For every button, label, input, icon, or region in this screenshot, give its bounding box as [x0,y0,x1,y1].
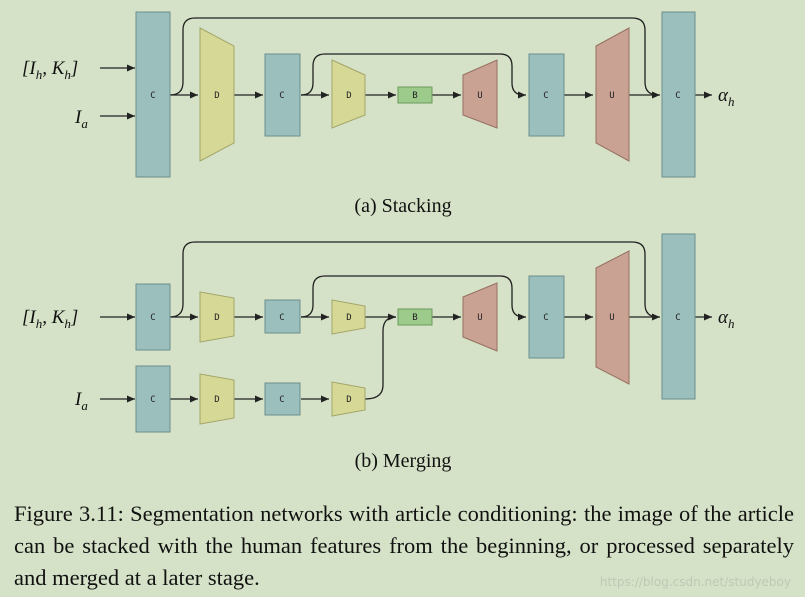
conv-block [135,365,171,433]
block-label: B [412,91,417,101]
upsample-block [462,282,498,352]
subfigure-caption: (a) Stacking [354,195,451,217]
downsample-block [199,291,235,343]
output-label: αh [718,85,734,109]
conv-block [528,53,565,137]
output-label: αh [718,307,734,331]
conv-block [661,11,696,178]
block-label: D [346,395,351,405]
figure-caption: Figure 3.11: Segmentation networks with … [14,501,794,590]
merge-connection [364,316,397,400]
downsample-block [331,381,366,417]
block-label: C [543,91,548,101]
bottleneck-block [397,308,433,326]
stacking-diagram: [Ih, Kh] Ia C D C D B U C U [22,11,734,217]
block-label: U [609,91,614,101]
skip-connection-outer [169,241,660,321]
block-label: C [150,313,155,323]
watermark: https://blog.csdn.net/studyeboy [599,575,791,589]
block-label: C [543,313,548,323]
block-label: D [214,395,219,405]
conv-block [135,11,171,178]
conv-block [264,53,301,137]
upsample-block [595,27,630,162]
block-label: D [214,313,219,323]
block-label: C [279,395,284,405]
downsample-block [331,299,366,335]
block-label: D [346,91,351,101]
block-label: B [412,313,417,323]
skip-connection-outer [169,17,660,99]
downsample-block [199,373,235,425]
skip-connection-inner [300,53,526,99]
input-article-label: Ia [74,107,88,131]
conv-block [135,283,171,351]
conv-block [528,275,565,359]
subfigure-caption: (b) Merging [355,450,452,472]
conv-block [264,382,301,416]
conv-block [264,299,301,334]
block-label: C [675,313,680,323]
block-label: C [279,91,284,101]
block-label: U [477,91,482,101]
architecture-diagram: [Ih, Kh] Ia C D C D B U C U [22,11,734,472]
input-human-label: [Ih, Kh] [22,307,78,331]
downsample-block [199,27,235,162]
skip-connection-inner [300,275,526,321]
upsample-block [595,250,630,385]
upsample-block [462,59,498,129]
block-label: U [609,313,614,323]
block-label: C [675,91,680,101]
block-label: C [150,91,155,101]
block-label: D [214,91,219,101]
merging-diagram: [Ih, Kh] Ia C D C D B U [22,233,734,472]
input-article-label: Ia [74,389,88,413]
block-label: D [346,313,351,323]
input-human-label: [Ih, Kh] [22,58,78,82]
bottleneck-block [397,86,433,104]
block-label: C [279,313,284,323]
downsample-block [331,59,366,129]
conv-block [661,233,696,400]
block-label: C [150,395,155,405]
block-label: U [477,313,482,323]
